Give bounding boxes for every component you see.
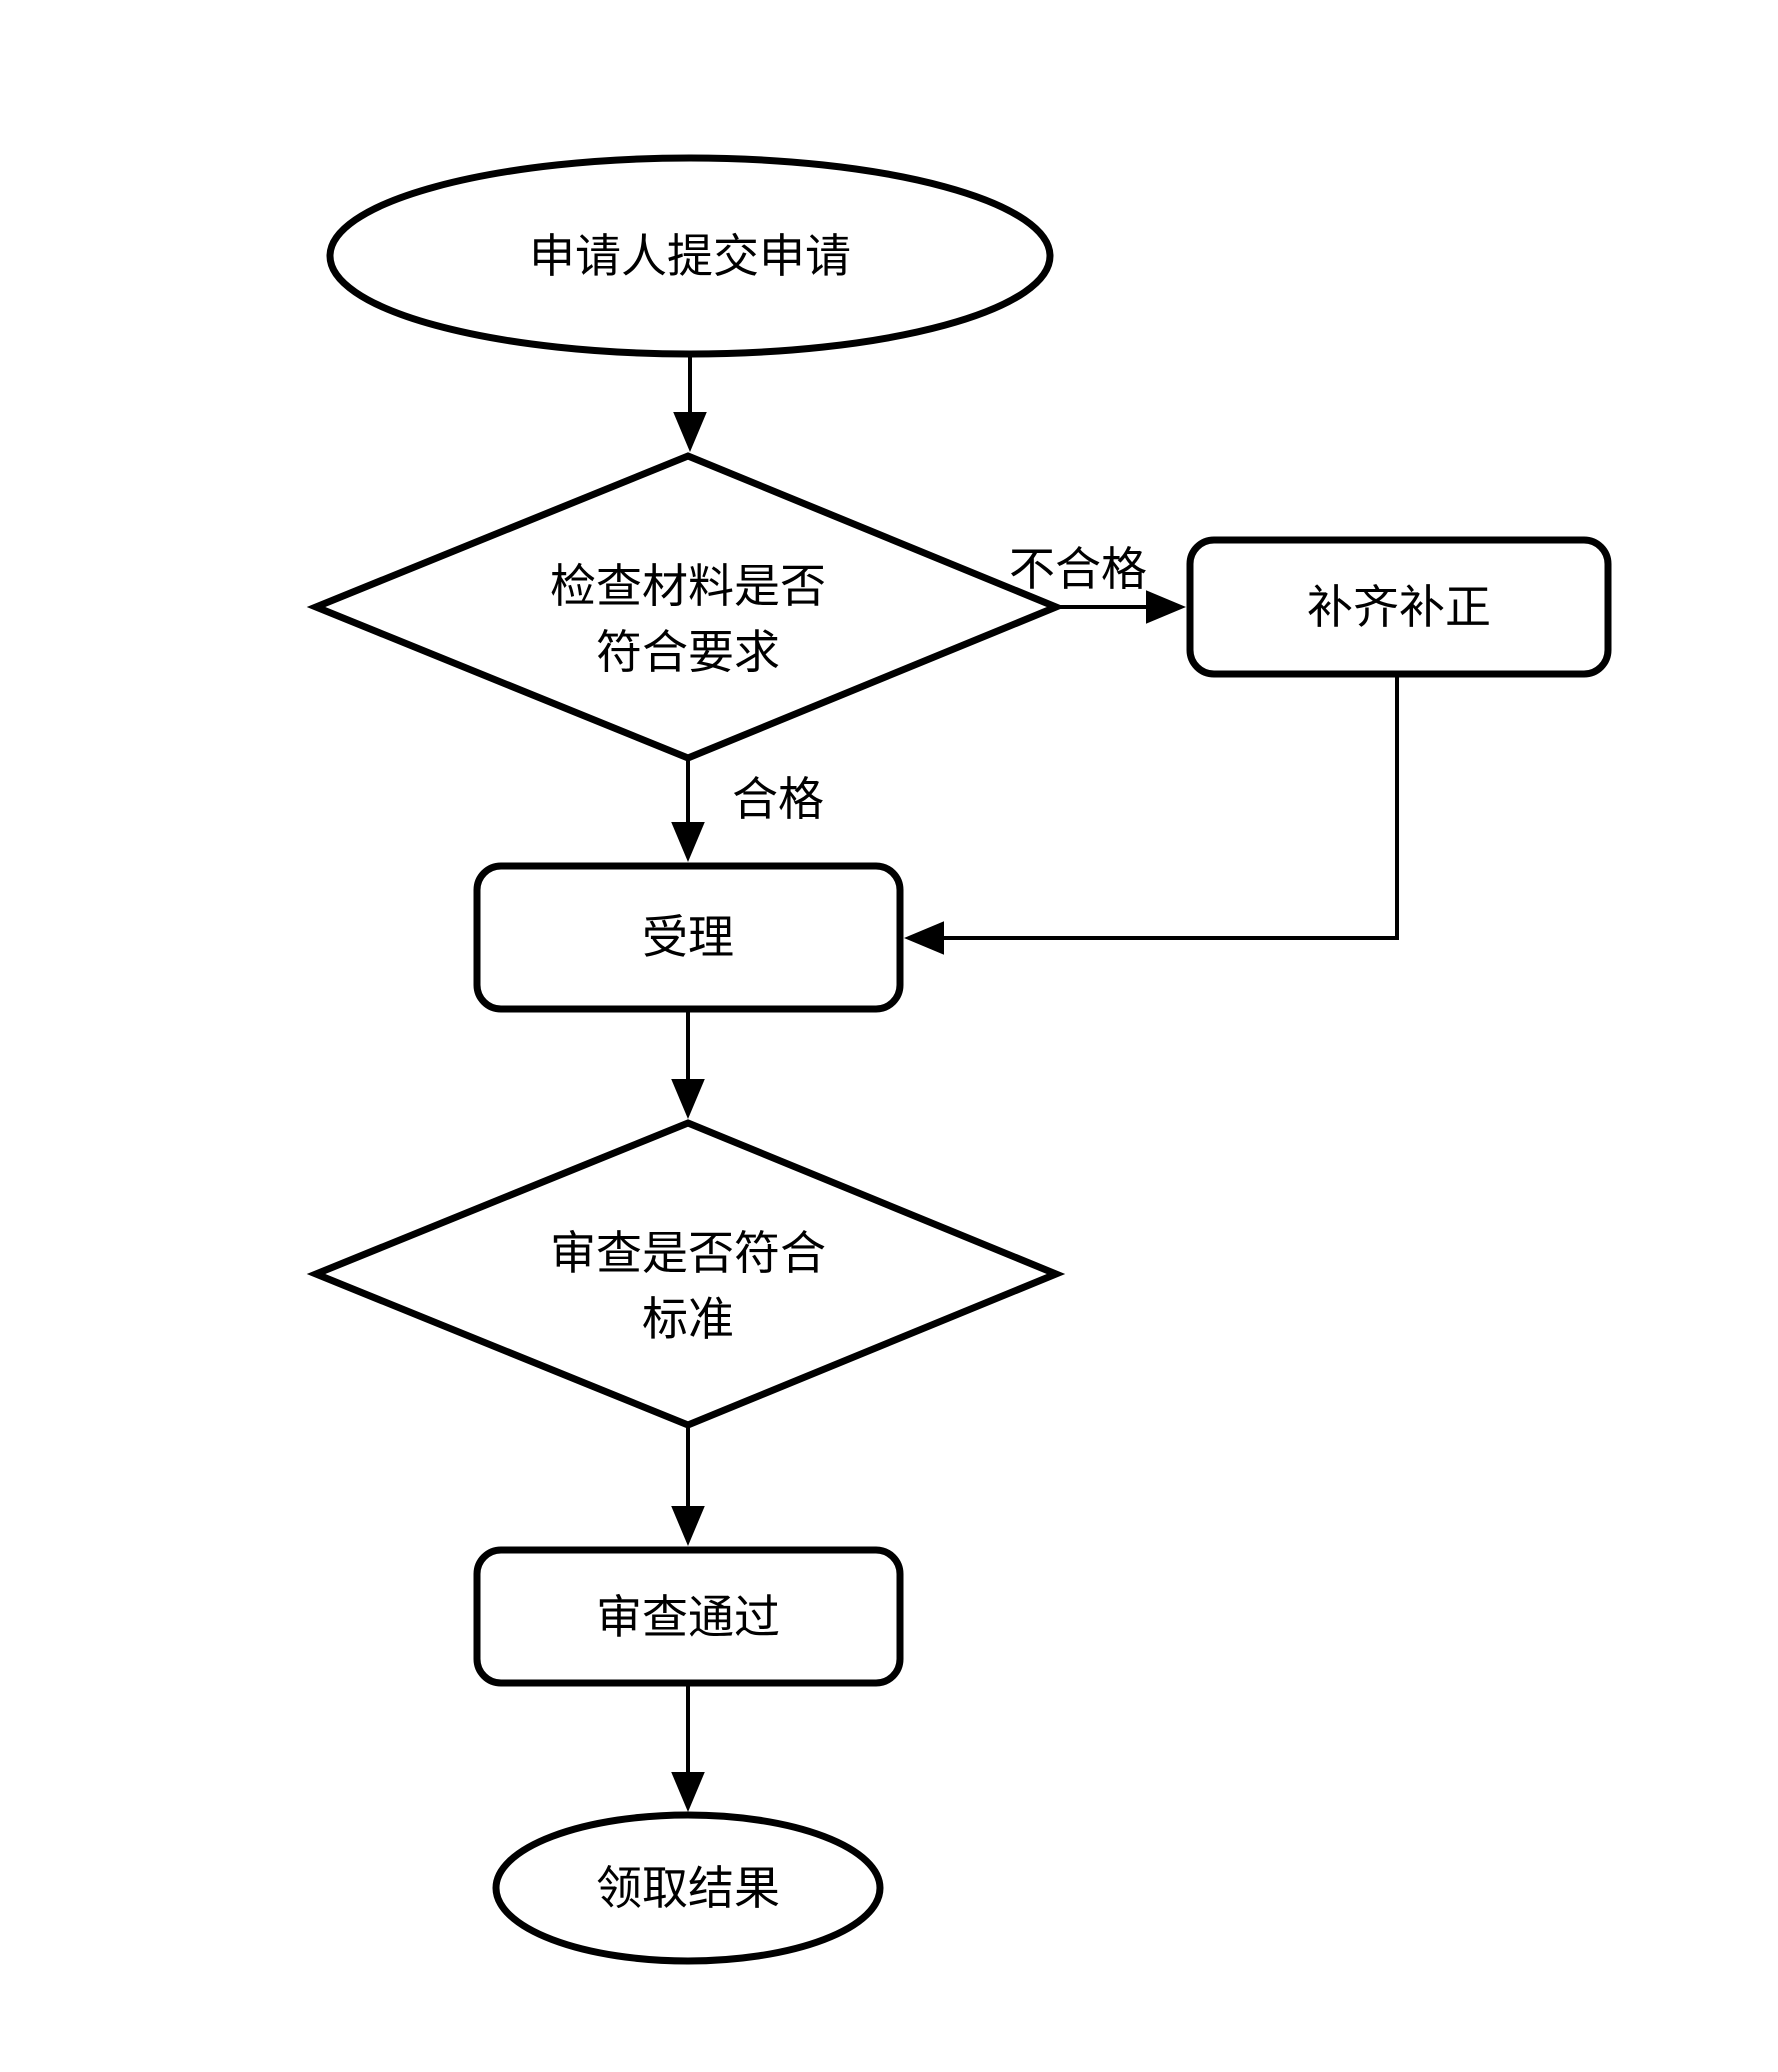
start-label: 申请人提交申请 (529, 231, 851, 282)
check-label-line2: 符合要求 (596, 627, 780, 678)
approved-label: 审查通过 (596, 1592, 780, 1643)
edge-label-pass: 合格 (732, 774, 824, 825)
end-label: 领取结果 (596, 1863, 780, 1914)
accept-label: 受理 (642, 912, 734, 963)
supplement-label: 补齐补正 (1307, 582, 1491, 633)
connector-supplement-to-accept (904, 674, 1399, 955)
review-label-line2: 标准 (642, 1294, 734, 1345)
end-ellipse (492, 1811, 884, 1965)
review-label-line1: 审查是否符合 (550, 1228, 826, 1279)
edge-label-fail: 不合格 (1009, 544, 1147, 595)
check-label-line1: 检查材料是否 (550, 561, 826, 612)
